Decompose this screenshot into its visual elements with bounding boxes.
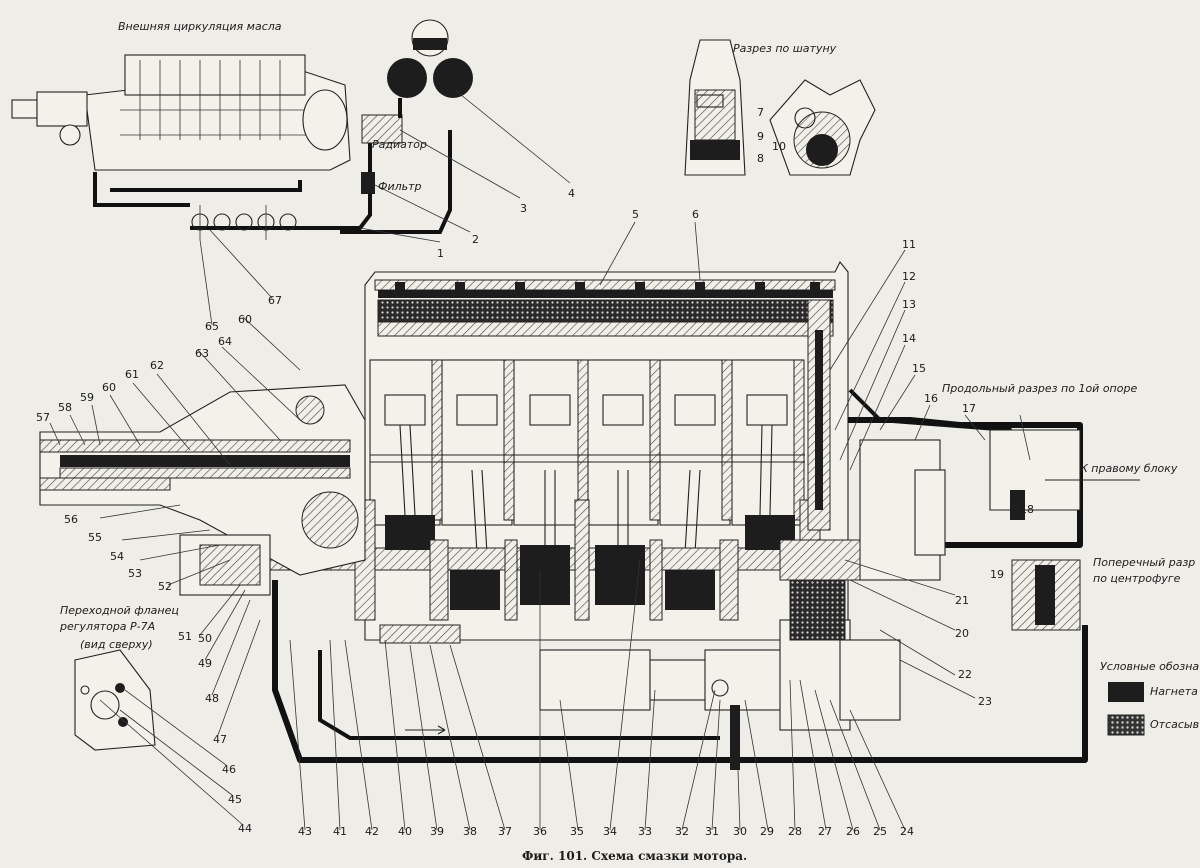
callout-27: 27	[818, 825, 832, 838]
legend-title: Условные обозначе	[1100, 660, 1200, 673]
callout-64: 64	[218, 335, 232, 348]
callout-8: 8	[757, 152, 764, 165]
figure-caption: Фиг. 101. Схема смазки мотора.	[522, 849, 747, 863]
callout-13: 13	[902, 298, 916, 311]
callout-numbers: 1 2 3 4 5 6 7 8 9 10 11 12 13 14 15 16 1…	[36, 106, 1034, 838]
callout-18: 18	[1020, 503, 1034, 516]
to-right-block-label: К правому блоку	[1080, 462, 1178, 475]
callout-63: 63	[195, 347, 209, 360]
callout-43: 43	[298, 825, 312, 838]
legend-suction-swatch	[1107, 714, 1145, 736]
callout-9: 9	[757, 130, 764, 143]
callout-44: 44	[238, 822, 252, 835]
external-circulation-view	[11, 19, 473, 240]
callout-16: 16	[924, 392, 938, 405]
callout-48: 48	[205, 692, 219, 705]
callout-53: 53	[128, 567, 142, 580]
callout-25: 25	[873, 825, 887, 838]
callout-52: 52	[158, 580, 172, 593]
leader-lines	[49, 89, 1031, 831]
callout-61: 61	[125, 368, 139, 381]
callout-33: 33	[638, 825, 652, 838]
callout-11: 11	[902, 238, 916, 251]
legend-pressure-label: Нагнета масла	[1150, 685, 1200, 698]
callout-49: 49	[198, 657, 212, 670]
callout-65: 65	[205, 320, 219, 333]
callout-32: 32	[675, 825, 689, 838]
callout-50: 50	[198, 632, 212, 645]
callout-19: 19	[990, 568, 1004, 581]
legend-suction-label: Отсасыв масла	[1150, 718, 1200, 731]
callout-51: 51	[178, 630, 192, 643]
callout-54: 54	[110, 550, 124, 563]
callout-37: 37	[498, 825, 512, 838]
radiator-label: Радиатор	[372, 138, 427, 151]
reduction-gear	[39, 384, 366, 596]
callout-6: 6	[692, 208, 699, 221]
connecting-rod-section	[684, 39, 876, 176]
regulator-flange	[74, 649, 156, 751]
callout-1: 1	[437, 247, 444, 260]
callout-10: 10	[772, 140, 786, 153]
callout-55: 55	[88, 531, 102, 544]
cross-section-title-1: Поперечный разр	[1093, 556, 1195, 569]
callout-5: 5	[632, 208, 639, 221]
callout-23: 23	[978, 695, 992, 708]
legend-pressure-swatch	[1108, 682, 1144, 702]
callout-40: 40	[398, 825, 412, 838]
flange-title-1: Переходной фланец	[60, 604, 179, 617]
callout-20: 20	[955, 627, 969, 640]
callout-41: 41	[333, 825, 347, 838]
longitudinal-section-title: Продольный разрез по 1ой опоре	[942, 382, 1137, 395]
callout-57: 57	[36, 411, 50, 424]
connecting-rod-section-title: Разрез по шатуну	[733, 42, 837, 55]
callout-46: 46	[222, 763, 236, 776]
callout-15: 15	[912, 362, 926, 375]
callout-22: 22	[958, 668, 972, 681]
flange-title-2: регулятора Р-7А	[59, 620, 155, 633]
callout-34: 34	[603, 825, 617, 838]
callout-35: 35	[570, 825, 584, 838]
callout-3: 3	[520, 202, 527, 215]
callout-60: 60	[102, 381, 116, 394]
external-circulation-title: Внешняя циркуляция масла	[118, 20, 282, 33]
callout-60-upper: 60	[238, 313, 252, 326]
callout-67: 67	[268, 294, 282, 307]
callout-31: 31	[705, 825, 719, 838]
callout-39: 39	[430, 825, 444, 838]
oil-sump	[272, 580, 1088, 770]
flange-title-3: (вид сверху)	[80, 638, 153, 651]
callout-26: 26	[846, 825, 860, 838]
callout-59: 59	[80, 391, 94, 404]
diagram-text: Внешняя циркуляция масла Разрез по шатун…	[59, 20, 1200, 863]
callout-56: 56	[64, 513, 78, 526]
callout-12: 12	[902, 270, 916, 283]
main-engine-section	[259, 260, 849, 641]
callout-14: 14	[902, 332, 916, 345]
callout-58: 58	[58, 401, 72, 414]
callout-38: 38	[463, 825, 477, 838]
callout-24: 24	[900, 825, 914, 838]
callout-4: 4	[568, 187, 575, 200]
callout-30: 30	[733, 825, 747, 838]
callout-47: 47	[213, 733, 227, 746]
callout-28: 28	[788, 825, 802, 838]
right-side-assemblies	[779, 388, 1140, 641]
callout-7: 7	[757, 106, 764, 119]
callout-62: 62	[150, 359, 164, 372]
callout-29: 29	[760, 825, 774, 838]
cylinder-bank	[369, 359, 805, 590]
filter-label: Фильтр	[378, 180, 422, 193]
callout-17: 17	[962, 402, 976, 415]
callout-2: 2	[472, 233, 479, 246]
callout-45: 45	[228, 793, 242, 806]
callout-42: 42	[365, 825, 379, 838]
callout-36: 36	[533, 825, 547, 838]
callout-21: 21	[955, 594, 969, 607]
legend	[1107, 682, 1145, 736]
cross-section-title-2: по центрофуге	[1093, 572, 1181, 585]
